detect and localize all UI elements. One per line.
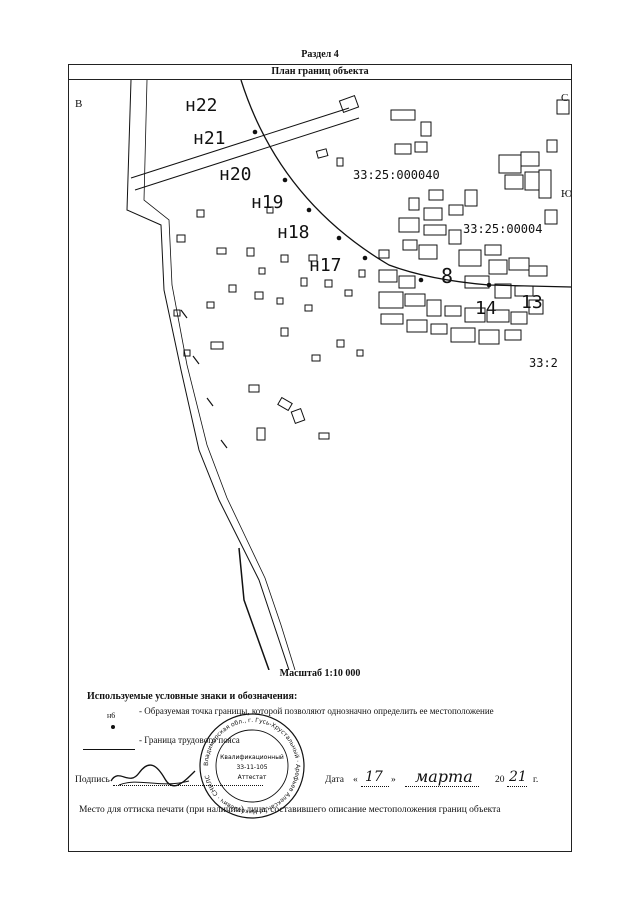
map-scale: Масштаб 1:10 000	[279, 668, 361, 679]
fragment-label-8: 8	[441, 264, 454, 288]
date-day-line	[361, 786, 389, 787]
signature-line	[113, 785, 263, 786]
stamp-seal: Владимирская обл., г. Гусь-Хрустальный ·…	[199, 713, 305, 819]
legend-line-icon	[83, 749, 135, 750]
plan-frame: План границ объекта	[68, 64, 572, 852]
date-quote-open: «	[353, 775, 358, 785]
fragment-label-13: 13	[521, 292, 543, 313]
cadastral-quarter-1: 33:25:000040	[353, 168, 440, 182]
point-label-n21: н21	[193, 128, 226, 149]
corner-west: В	[75, 98, 83, 110]
boundary-marks	[180, 309, 228, 449]
point-label-n19: н19	[251, 192, 284, 213]
signature-label: Подпись	[75, 775, 110, 785]
legend-point-text: - Образуемая точка границы, которой позв…	[139, 706, 494, 716]
west-boundary	[126, 80, 296, 670]
stamp-line-3: Аттестат	[238, 774, 267, 781]
point-label-n20: н20	[219, 164, 252, 185]
house-markers	[173, 94, 366, 441]
fragment-label-14: 14	[475, 298, 497, 319]
date-year-line	[507, 786, 527, 787]
settlement-blocks	[378, 99, 570, 345]
point-label-n22: н22	[185, 95, 218, 116]
legend-point-symbol-label: н6	[107, 711, 116, 720]
legend-line-text: - Граница трудового пояса	[139, 735, 240, 745]
date-year-suffix: 21	[509, 769, 527, 785]
stamp-line-1: Квалификационный	[220, 754, 284, 761]
corner-north: С	[561, 92, 569, 104]
legend-title: Используемые условные знаки и обозначени…	[87, 691, 298, 702]
stamp-line-2: 33-11-105	[236, 764, 267, 771]
object-boundary	[240, 80, 571, 288]
seal-place-note: Место для оттиска печати (при наличии) л…	[79, 805, 501, 815]
date-year-unit: г.	[533, 775, 539, 785]
cadastral-quarter-3: 33:2	[529, 356, 558, 370]
plan-title: План границ объекта	[69, 65, 571, 80]
cadastral-quarter-2: 33:25:00004	[463, 222, 543, 236]
legend-point-icon	[111, 725, 115, 729]
date-quote-close: »	[391, 775, 396, 785]
date-year-prefix: 20	[495, 775, 505, 785]
map-drawing	[126, 80, 571, 670]
point-label-n17: н17	[309, 255, 342, 276]
date-month: марта	[415, 767, 473, 786]
date-day: 17	[365, 769, 383, 785]
signature-scribble	[110, 764, 196, 787]
date-label: Дата	[325, 775, 344, 785]
corner-south: Ю	[561, 188, 571, 200]
section-title: Раздел 4	[301, 49, 339, 60]
point-label-n18: н18	[277, 222, 310, 243]
road-corridor	[130, 107, 360, 191]
date-month-line	[405, 786, 479, 787]
boundary-map[interactable]: В С Ю н22 н21 н20 н19 н18 н17 33:25:0000…	[69, 80, 571, 670]
